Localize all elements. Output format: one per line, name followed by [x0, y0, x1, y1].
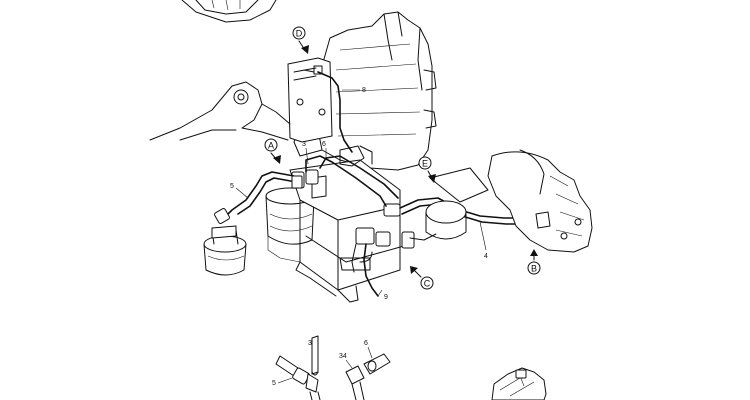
engine-block — [293, 11, 437, 171]
hydraulic-pump — [487, 149, 593, 253]
top-left-component — [181, 0, 277, 23]
lower-left-cylinder — [203, 225, 247, 276]
part-number-5-bottom: 5 — [272, 380, 276, 387]
part-number-3-top: 3 — [302, 141, 306, 148]
callout-b-label: B — [531, 264, 537, 274]
part-number-4: 4 — [484, 253, 488, 260]
part-label-3-top: 3 — [302, 141, 309, 165]
part-number-34: 34 — [339, 353, 347, 360]
detail-part-bottom-right — [491, 367, 547, 400]
detail-part-6: 6 — [363, 340, 391, 375]
callout-d: D — [292, 26, 309, 54]
part-number-3-bottom: 3 — [308, 340, 312, 347]
part-number-9: 9 — [384, 294, 388, 301]
callout-a: A — [264, 138, 281, 164]
pipe-5 — [214, 171, 303, 224]
detail-part-34: 34 — [339, 353, 365, 400]
callout-a-label: A — [268, 141, 274, 151]
pipe-9 — [351, 243, 379, 297]
mounting-bracket-plate — [287, 57, 333, 143]
detail-part-3: 3 — [308, 335, 319, 376]
callout-d-label: D — [296, 29, 303, 39]
part-number-8: 8 — [362, 87, 366, 94]
callout-c: C — [410, 266, 434, 290]
pipe-8 — [303, 65, 353, 153]
pipe-6 — [319, 155, 399, 199]
part-number-6-bottom: 6 — [364, 340, 368, 347]
part-label-8: 8 — [342, 87, 366, 94]
part-number-6-top: 6 — [322, 141, 326, 148]
part-label-6-top: 6 — [322, 141, 327, 160]
part-label-4: 4 — [479, 221, 488, 260]
round-reservoir — [425, 167, 489, 240]
pipe-3 — [305, 155, 387, 207]
detail-part-5: 5 — [272, 355, 321, 400]
callout-b: B — [527, 249, 541, 275]
frame-arm — [149, 81, 291, 141]
part-label-5-left: 5 — [230, 183, 249, 199]
part-number-5-left: 5 — [230, 183, 234, 190]
callout-c-label: C — [424, 279, 431, 289]
callout-e: E — [418, 156, 436, 183]
callout-e-label: E — [422, 159, 428, 169]
part-label-9: 9 — [377, 289, 388, 301]
